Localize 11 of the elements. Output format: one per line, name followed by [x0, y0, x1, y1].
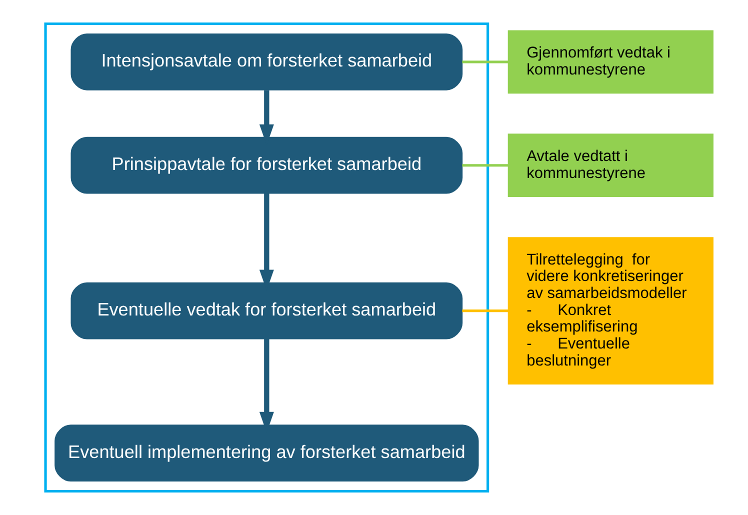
connector: [462, 310, 508, 312]
node-box: Intensjonsavtale om forsterket samarbeid: [70, 33, 463, 90]
node-box: Eventuelle vedtak for forsterket samarbeid: [70, 282, 463, 340]
connector: [462, 164, 508, 167]
node-box: Avtale vedtatt i kommunestyrene: [508, 134, 714, 198]
node-box: Gjennomført vedtak i kommunestyrene: [508, 30, 714, 94]
connector: [462, 60, 508, 64]
cluster: [44, 22, 490, 493]
node-box: Tilrettelegging for videre konkretiseringer av samarbeidsmodeller - Konkret eksemplifisering - Eventuelle beslutninger: [508, 237, 714, 385]
node-box: Eventuell implementering av forsterket samarbeid: [54, 424, 479, 482]
node-box: Prinsippavtale for forsterket samarbeid: [70, 136, 463, 194]
